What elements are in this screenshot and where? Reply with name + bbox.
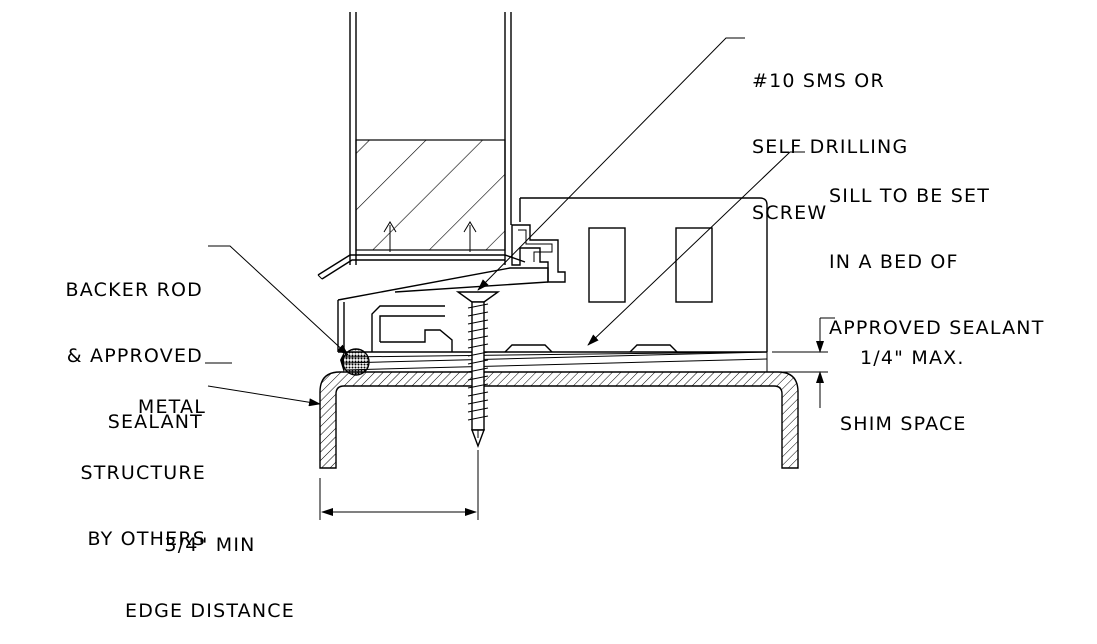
screw-callout-line-1: #10 SMS OR	[752, 70, 885, 92]
shim-callout-line-2: SHIM SPACE	[840, 413, 967, 435]
backer-rod-callout: BACKER ROD & APPROVED SEALANT	[18, 235, 203, 455]
screw-callout-line-2: SELF DRILLING	[752, 136, 909, 158]
leader-lines	[205, 37, 805, 407]
backer-rod-callout-line-1: BACKER ROD	[65, 279, 203, 301]
shim-callout: 1/4" MAX. SHIM SPACE	[840, 303, 967, 457]
sill-detail-drawing	[205, 12, 835, 520]
metal-structure-callout-line-1: METAL	[137, 396, 206, 418]
sill-callout: SILL TO BE SET IN A BED OF APPROVED SEAL…	[829, 141, 1045, 361]
screw	[455, 291, 501, 448]
shim-space	[343, 351, 768, 372]
sill-callout-line-1: SILL TO BE SET	[829, 185, 991, 207]
glazing-stop	[317, 254, 526, 280]
metal-structure	[319, 371, 799, 469]
sill-frame	[337, 197, 768, 353]
backer-rod	[340, 348, 370, 376]
screw-callout-line-3: SCREW	[752, 202, 828, 224]
edge-distance-callout-line-1: 3/4" MIN	[164, 534, 256, 556]
shim-callout-line-1: 1/4" MAX.	[860, 347, 965, 369]
backer-rod-callout-line-3: SEALANT	[107, 411, 203, 433]
sill-callout-line-2: IN A BED OF	[829, 251, 959, 273]
sill-callout-line-3: APPROVED SEALANT	[829, 317, 1045, 339]
shim-dimension	[772, 317, 835, 408]
glazing-unit	[349, 12, 512, 265]
edge-distance-dimension	[319, 450, 479, 520]
edge-distance-callout-line-2: EDGE DISTANCE	[125, 600, 295, 622]
backer-rod-callout-line-2: & APPROVED	[66, 345, 203, 367]
metal-structure-callout-line-2: STRUCTURE	[80, 462, 206, 484]
metal-structure-callout: METAL STRUCTURE BY OTHERS	[20, 352, 206, 572]
edge-distance-callout: 3/4" MIN EDGE DISTANCE	[105, 490, 315, 644]
screw-callout: #10 SMS OR SELF DRILLING SCREW	[752, 26, 908, 246]
